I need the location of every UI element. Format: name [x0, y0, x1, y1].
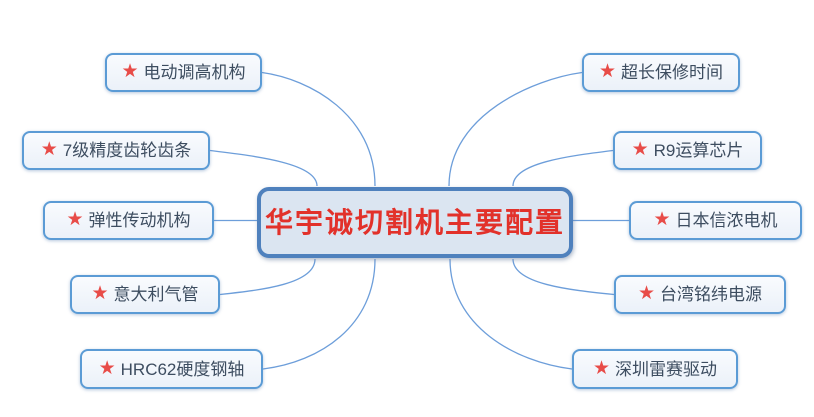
branch-node-left-3[interactable]: ★ 弹性传动机构: [43, 201, 214, 240]
star-icon: ★: [66, 209, 84, 230]
connector-right-5: [449, 258, 573, 370]
star-icon: ★: [98, 357, 116, 379]
connector-left-1: [261, 71, 376, 187]
branch-label: 台湾铭纬电源: [660, 285, 763, 304]
star-icon: ★: [121, 61, 139, 82]
branch-label: 日本信浓电机: [675, 211, 778, 230]
branch-node-left-2[interactable]: ★ 7级精度齿轮齿条: [22, 131, 210, 170]
branch-node-left-4[interactable]: ★ 意大利气管: [70, 275, 220, 314]
connector-right-2: [512, 149, 614, 187]
branch-node-right-4[interactable]: ★ 台湾铭纬电源: [614, 275, 786, 314]
star-icon: ★: [592, 357, 611, 379]
branch-label: 7级精度齿轮齿条: [62, 141, 192, 160]
branch-node-right-2[interactable]: ★ R9运算芯片: [613, 131, 762, 170]
branch-label: 电动调高机构: [143, 63, 246, 82]
branch-node-right-5[interactable]: ★ 深圳雷赛驱动: [572, 349, 738, 389]
branch-label: 弹性传动机构: [88, 211, 191, 230]
star-icon: ★: [91, 283, 109, 304]
star-icon: ★: [637, 283, 656, 304]
connector-right-1: [448, 71, 583, 187]
branch-label: 超长保修时间: [621, 63, 724, 82]
star-icon: ★: [653, 209, 671, 230]
star-icon: ★: [598, 61, 617, 82]
connector-left-2: [209, 149, 318, 187]
branch-label: 深圳雷赛驱动: [615, 359, 718, 379]
central-topic-title: 华宇诚切割机主要配置: [264, 206, 565, 238]
star-icon: ★: [40, 139, 58, 160]
central-topic-node[interactable]: 华宇诚切割机主要配置: [257, 187, 573, 258]
branch-label: 意大利气管: [113, 285, 199, 304]
connector-right-4: [512, 258, 615, 296]
branch-node-right-3[interactable]: ★ 日本信浓电机: [629, 201, 802, 240]
connector-left-5: [262, 258, 376, 370]
branch-node-left-1[interactable]: ★ 电动调高机构: [105, 53, 262, 92]
branch-node-right-1[interactable]: ★ 超长保修时间: [582, 53, 740, 92]
branch-label: R9运算芯片: [653, 141, 744, 160]
branch-node-left-5[interactable]: ★ HRC62硬度钢轴: [80, 349, 263, 389]
branch-label: HRC62硬度钢轴: [120, 359, 245, 379]
connector-left-4: [219, 258, 316, 296]
star-icon: ★: [631, 139, 649, 160]
